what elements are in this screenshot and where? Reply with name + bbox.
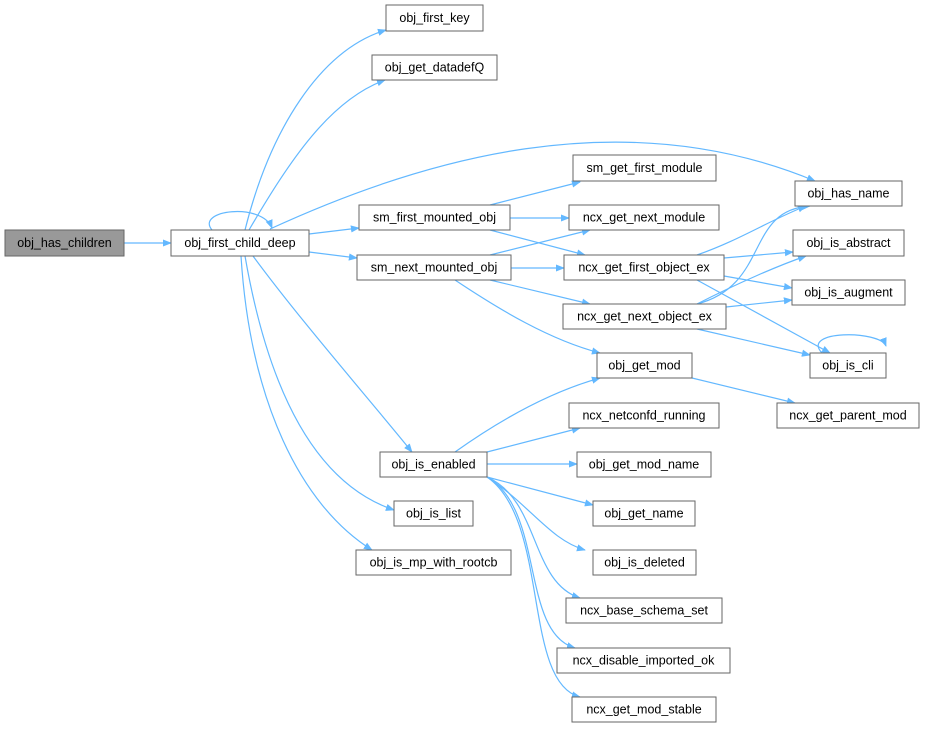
node-obj-is-deleted[interactable]: obj_is_deleted bbox=[592, 549, 697, 576]
node-obj-is-abstract[interactable]: obj_is_abstract bbox=[792, 229, 905, 257]
node-label: sm_get_first_module bbox=[586, 161, 702, 175]
edge bbox=[696, 255, 807, 305]
node-label: obj_is_enabled bbox=[391, 458, 475, 472]
edge bbox=[486, 426, 581, 453]
node-sm-next-mounted-obj[interactable]: sm_next_mounted_obj bbox=[356, 254, 512, 281]
node-label: obj_get_mod bbox=[608, 359, 680, 373]
node-label: obj_get_name bbox=[604, 507, 683, 521]
node-label: sm_first_mounted_obj bbox=[373, 211, 496, 225]
node-label: obj_is_deleted bbox=[604, 556, 685, 570]
edge bbox=[696, 279, 831, 354]
node-sm-first-mounted-obj[interactable]: sm_first_mounted_obj bbox=[358, 204, 511, 231]
node-obj-is-list[interactable]: obj_is_list bbox=[393, 500, 474, 527]
node-label: sm_next_mounted_obj bbox=[371, 261, 497, 275]
edge bbox=[308, 225, 360, 235]
node-ncx-get-next-object-ex[interactable]: ncx_get_next_object_ex bbox=[562, 303, 727, 330]
node-label: obj_is_abstract bbox=[806, 236, 891, 250]
node-label: obj_is_augment bbox=[804, 286, 893, 300]
edge bbox=[269, 141, 816, 230]
edge bbox=[696, 202, 811, 305]
node-obj-is-mp-with-rootcb[interactable]: obj_is_mp_with_rootcb bbox=[355, 549, 512, 576]
edge bbox=[691, 377, 796, 405]
node-label: ncx_get_next_object_ex bbox=[577, 310, 713, 324]
edge bbox=[240, 255, 373, 551]
node-label: obj_first_child_deep bbox=[184, 236, 295, 250]
node-obj-is-augment[interactable]: obj_is_augment bbox=[791, 279, 906, 306]
edge bbox=[244, 28, 387, 231]
node-sm-get-first-module[interactable]: sm_get_first_module bbox=[572, 154, 717, 182]
node-ncx-base-schema-set[interactable]: ncx_base_schema_set bbox=[565, 597, 723, 624]
node-ncx-get-next-module[interactable]: ncx_get_next_module bbox=[568, 204, 720, 231]
node-obj-is-cli[interactable]: obj_is_cli bbox=[809, 352, 887, 379]
node-label: ncx_get_mod_stable bbox=[586, 703, 701, 717]
edge bbox=[252, 255, 413, 453]
edge-self-loop bbox=[817, 334, 887, 354]
edge bbox=[486, 476, 586, 552]
nodes: obj_has_children obj_first_child_deep ob… bbox=[4, 4, 920, 723]
node-label: obj_is_mp_with_rootcb bbox=[370, 556, 498, 570]
node-label: obj_has_name bbox=[807, 187, 889, 201]
edge bbox=[723, 249, 794, 259]
edge bbox=[696, 328, 811, 357]
edge bbox=[486, 476, 581, 599]
node-label: obj_get_datadefQ bbox=[385, 61, 485, 75]
edge bbox=[248, 79, 386, 231]
edge bbox=[725, 297, 793, 308]
edge-self-loop bbox=[208, 211, 273, 231]
edge bbox=[454, 376, 601, 453]
node-obj-get-name[interactable]: obj_get_name bbox=[592, 500, 696, 527]
node-obj-get-mod[interactable]: obj_get_mod bbox=[596, 352, 693, 379]
edge bbox=[244, 255, 395, 511]
edge bbox=[696, 205, 807, 256]
node-label: ncx_get_parent_mod bbox=[789, 409, 906, 423]
node-label: ncx_base_schema_set bbox=[580, 604, 708, 618]
node-label: obj_get_mod_name bbox=[589, 458, 700, 472]
edge bbox=[489, 229, 586, 257]
node-ncx-netconfd-running[interactable]: ncx_netconfd_running bbox=[568, 402, 720, 429]
node-label: obj_first_key bbox=[399, 11, 470, 25]
edges bbox=[124, 28, 887, 699]
node-obj-first-child-deep[interactable]: obj_first_child_deep bbox=[170, 229, 310, 257]
node-obj-get-mod-name[interactable]: obj_get_mod_name bbox=[576, 451, 712, 478]
node-label: ncx_netconfd_running bbox=[582, 409, 705, 423]
edge bbox=[489, 180, 581, 206]
node-ncx-disable-imported-ok[interactable]: ncx_disable_imported_ok bbox=[556, 647, 731, 674]
edge bbox=[454, 279, 601, 355]
node-label: ncx_get_next_module bbox=[583, 211, 705, 225]
node-obj-is-enabled[interactable]: obj_is_enabled bbox=[379, 451, 488, 478]
edge bbox=[489, 279, 591, 306]
node-obj-has-name[interactable]: obj_has_name bbox=[794, 180, 903, 207]
node-label: obj_is_cli bbox=[822, 359, 873, 373]
edge bbox=[486, 476, 576, 650]
node-ncx-get-first-object-ex[interactable]: ncx_get_first_object_ex bbox=[563, 254, 725, 281]
node-obj-has-children[interactable]: obj_has_children bbox=[4, 229, 125, 257]
edge bbox=[486, 476, 581, 699]
edge bbox=[489, 228, 591, 256]
node-label: obj_is_list bbox=[406, 507, 461, 521]
node-label: obj_has_children bbox=[17, 236, 112, 250]
node-label: ncx_get_first_object_ex bbox=[578, 261, 710, 275]
node-obj-get-datadefq[interactable]: obj_get_datadefQ bbox=[371, 54, 498, 81]
edge bbox=[486, 476, 594, 507]
edge bbox=[723, 275, 793, 291]
node-ncx-get-mod-stable[interactable]: ncx_get_mod_stable bbox=[571, 696, 717, 723]
node-ncx-get-parent-mod[interactable]: ncx_get_parent_mod bbox=[776, 402, 920, 429]
node-label: ncx_disable_imported_ok bbox=[573, 654, 716, 668]
edge bbox=[308, 251, 358, 261]
node-obj-first-key[interactable]: obj_first_key bbox=[385, 4, 484, 32]
